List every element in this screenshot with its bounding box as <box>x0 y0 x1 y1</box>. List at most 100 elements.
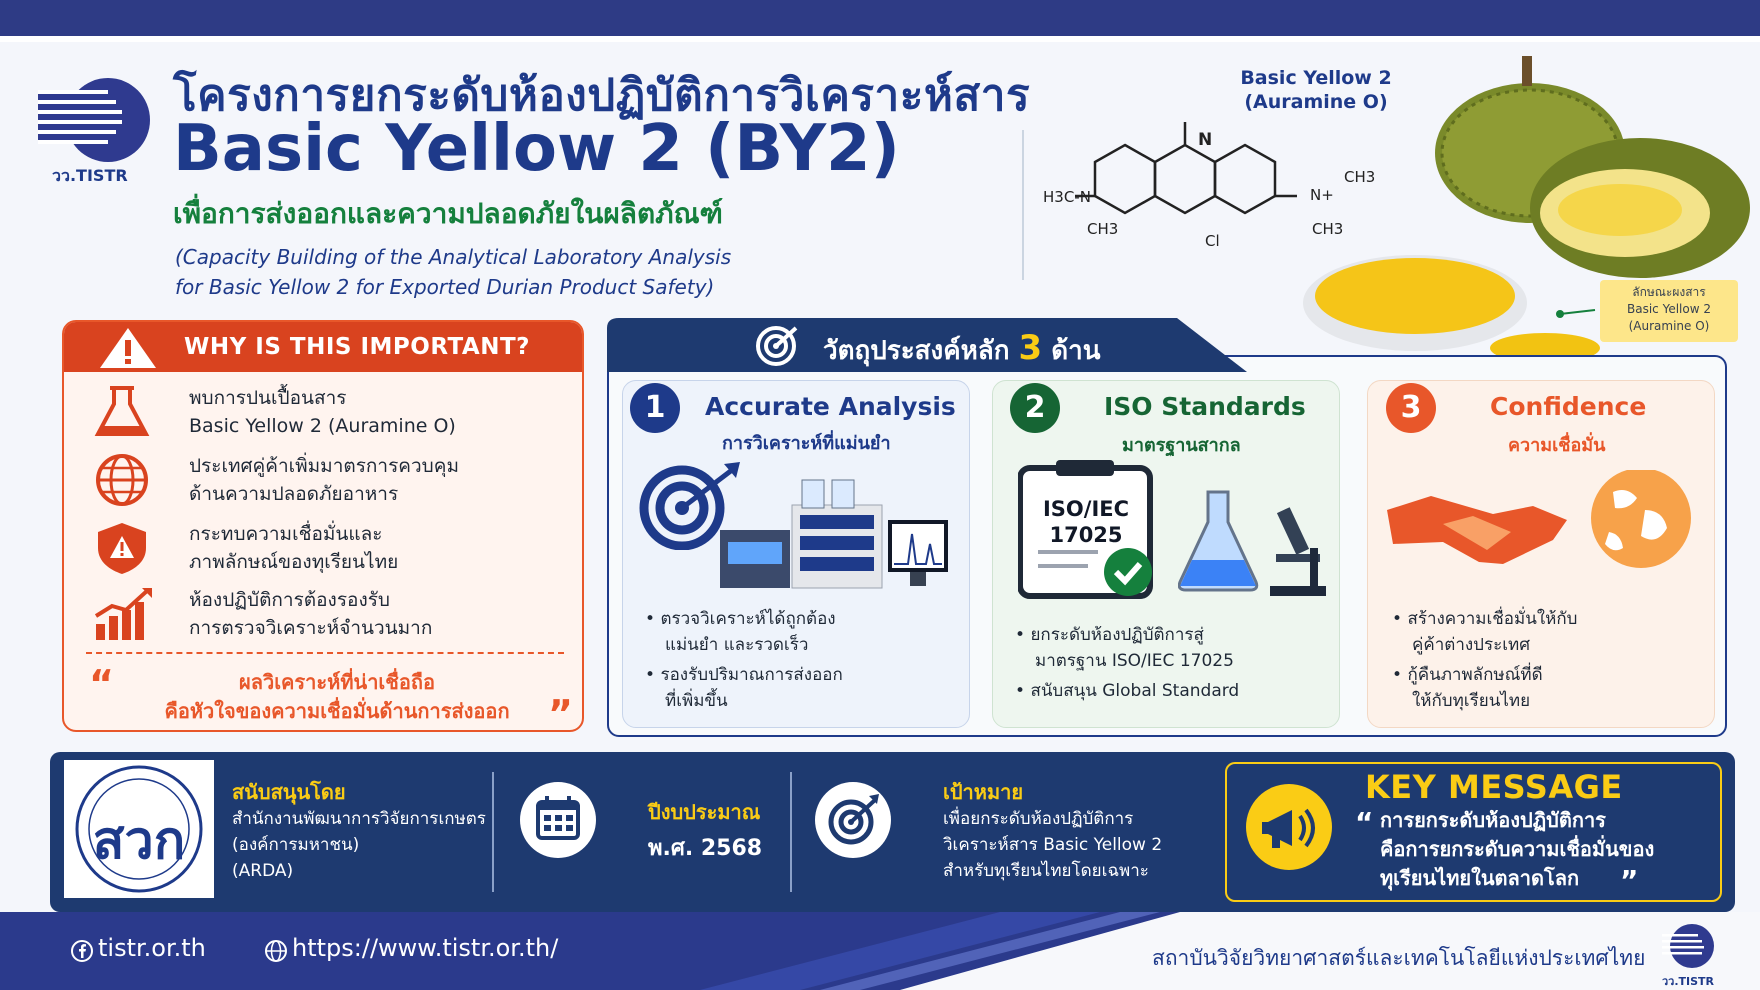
band-divider-1 <box>492 772 494 892</box>
objective-2-bullet-2: สนับสนุน Global Standard <box>1030 681 1240 701</box>
objective-3-bullet-2-cont: ให้กับทุเรียนไทย <box>1412 691 1531 711</box>
objective-title-2: ISO Standards <box>1104 392 1306 421</box>
support-label: สนับสนุนโดย <box>232 780 346 804</box>
key-message-line3: ทุเรียนไทยในตลาดโลก <box>1380 866 1580 890</box>
band-divider-2 <box>790 772 792 892</box>
subtitle-english: (Capacity Building of the Analytical Lab… <box>175 242 875 302</box>
website-link[interactable]: https://www.tistr.or.th/ <box>292 934 559 962</box>
why-item-4-line1: ห้องปฏิบัติการต้องรองรับ <box>189 589 390 611</box>
quote-open-icon: “ <box>89 662 114 706</box>
why-item-2: ประเทศคู่ค้าเพิ่มมาตรการควบคุม ด้านความป… <box>189 452 569 508</box>
objective-number-2: 2 <box>1010 383 1060 433</box>
accuracy-target-icon <box>636 460 746 554</box>
tistr-logo <box>38 70 158 180</box>
top-divider <box>0 36 1760 42</box>
subtitle-english-line1: (Capacity Building of the Analytical Lab… <box>175 245 732 269</box>
arda-logo <box>64 760 214 898</box>
footer-org-name: สถาบันวิจัยวิทยาศาสตร์และเทคโนโลยีแห่งปร… <box>1152 946 1646 970</box>
support-text: สำนักงานพัฒนาการวิจัยการเกษตร (องค์การมห… <box>232 806 486 884</box>
info-band <box>50 752 1735 912</box>
calendar-icon <box>520 782 596 858</box>
chemical-name-line1: Basic Yellow 2 <box>1240 67 1392 89</box>
why-item-2-line1: ประเทศคู่ค้าเพิ่มมาตรการควบคุม <box>189 455 459 477</box>
objective-2-bullets: • ยกระดับห้องปฏิบัติการสู่ มาตรฐาน ISO/I… <box>1015 625 1240 701</box>
chemical-name-line2: (Auramine O) <box>1244 91 1388 113</box>
objective-title-1: Accurate Analysis <box>705 392 956 421</box>
growth-chart-icon <box>92 586 156 646</box>
warning-icon <box>98 326 158 374</box>
support-line1: สำนักงานพัฒนาการวิจัยการเกษตร <box>232 809 486 829</box>
objective-number-3: 3 <box>1386 383 1436 433</box>
objectives-heading: วัตถุประสงค์หลัก 3 ด้าน <box>823 328 1101 371</box>
objectives-heading-unit: ด้าน <box>1051 336 1101 366</box>
tistr-logo-text: วว.TISTR <box>52 166 128 185</box>
arda-logo-letters: สวก <box>92 811 186 871</box>
why-quote-line2: คือหัวใจของความเชื่อมั่นด้านการส่งออก <box>164 699 510 723</box>
why-item-3-line1: กระทบความเชื่อมั่นและ <box>189 523 383 545</box>
key-message-text: การยกระดับห้องปฏิบัติการ คือการยกระดับคว… <box>1380 806 1710 893</box>
footer-tistr-logo <box>1648 920 1724 980</box>
flask-microscope-icon <box>1177 488 1328 602</box>
powder-label-line1: ลักษณะผงสาร <box>1632 285 1706 299</box>
why-divider <box>86 652 564 654</box>
objective-3-bullet-1-cont: คู่ค้าต่างประเทศ <box>1412 635 1531 655</box>
objective-2-bullet-1: ยกระดับห้องปฏิบัติการสู่ <box>1030 625 1204 645</box>
facebook-icon <box>70 939 94 967</box>
atom-ch3-right-bottom: CH3 <box>1312 220 1344 238</box>
goal-label: เป้าหมาย <box>943 780 1024 804</box>
objective-3-bullet-1: สร้างความเชื่อมั่นให้กับ <box>1407 609 1578 629</box>
goal-line2: วิเคราะห์สาร Basic Yellow 2 <box>943 835 1163 855</box>
subtitle-thai: เพื่อการส่งออกและความปลอดภัยในผลิตภัณฑ์ <box>173 197 723 230</box>
powder-label: ลักษณะผงสาร Basic Yellow 2 (Auramine O) <box>1600 280 1738 342</box>
why-item-2-line2: ด้านความปลอดภัยอาหาร <box>189 483 399 505</box>
objective-subtitle-1: การวิเคราะห์ที่แม่นยำ <box>722 433 891 454</box>
objective-3-bullets: • สร้างความเชื่อมั่นให้กับ คู่ค้าต่างประ… <box>1392 606 1577 714</box>
goal-line3: สำหรับทุเรียนไทยโดยเฉพาะ <box>943 861 1149 881</box>
iso-document-line1: ISO/IEC <box>1042 497 1130 521</box>
powder-label-line2: Basic Yellow 2 <box>1627 302 1711 316</box>
key-message-line2: คือการยกระดับความเชื่อมั่นของ <box>1380 837 1655 861</box>
budget-label: ปีงบประมาณ <box>648 800 761 824</box>
objective-subtitle-2: มาตรฐานสากล <box>1122 435 1241 456</box>
quote-close-icon: ” <box>548 692 573 732</box>
atom-h3c-n: H3C-N <box>1043 188 1091 206</box>
objective-1-bullet-2-cont: ที่เพิ่มขึ้น <box>665 691 728 711</box>
megaphone-icon <box>1246 784 1332 870</box>
goal-text: เพื่อยกระดับห้องปฏิบัติการ วิเคราะห์สาร … <box>943 806 1162 884</box>
objective-3-bullet-2: กู้คืนภาพลักษณ์ที่ดี <box>1407 665 1543 685</box>
why-item-3-line2: ภาพลักษณ์ของทุเรียนไทย <box>189 551 399 573</box>
why-item-1: พบการปนเปื้อนสาร Basic Yellow 2 (Auramin… <box>189 384 569 440</box>
facebook-link[interactable]: tistr.or.th <box>98 934 206 962</box>
why-item-1-line1: พบการปนเปื้อนสาร <box>189 387 347 409</box>
why-heading: WHY IS THIS IMPORTANT? <box>184 334 530 360</box>
chemical-structure-diagram <box>1035 110 1375 250</box>
why-important-panel: WHY IS THIS IMPORTANT? พบการปนเปื้อนสาร … <box>62 320 584 732</box>
objective-1-bullet-1-cont: แม่นยำ และรวดเร็ว <box>665 635 809 655</box>
key-message-title: KEY MESSAGE <box>1365 768 1623 806</box>
goal-target-icon <box>815 782 891 858</box>
why-quote-line1: ผลวิเคราะห์ที่น่าเชื่อถือ <box>239 670 435 694</box>
atom-ch3-left: CH3 <box>1087 220 1119 238</box>
top-bar <box>0 0 1760 36</box>
support-line2: (องค์การมหาชน) <box>232 835 360 855</box>
objectives-count: 3 <box>1018 328 1043 368</box>
objective-1-bullets: • ตรวจวิเคราะห์ได้ถูกต้อง แม่นยำ และรวดเ… <box>645 606 843 714</box>
key-quote-close: ” <box>1620 864 1639 897</box>
key-message-line1: การยกระดับห้องปฏิบัติการ <box>1380 808 1606 832</box>
subtitle-english-line2: for Basic Yellow 2 for Exported Durian P… <box>175 275 715 299</box>
why-item-4-line2: การตรวจวิเคราะห์จำนวนมาก <box>189 617 433 639</box>
title-thai: โครงการยกระดับห้องปฏิบัติการวิเคราะห์สาร <box>173 70 1031 121</box>
objective-1-bullet-2: รองรับปริมาณการส่งออก <box>660 665 843 685</box>
objective-subtitle-3: ความเชื่อมั่น <box>1508 435 1606 456</box>
objective-title-3: Confidence <box>1490 392 1647 421</box>
header-divider <box>1022 130 1024 280</box>
why-item-1-line2: Basic Yellow 2 (Auramine O) <box>189 415 456 437</box>
key-message-box <box>1225 762 1722 902</box>
objective-1-bullet-1: ตรวจวิเคราะห์ได้ถูกต้อง <box>660 609 836 629</box>
atom-cl: Cl <box>1205 232 1220 250</box>
target-icon <box>754 324 802 370</box>
atom-n: N <box>1198 130 1213 150</box>
chemical-name: Basic Yellow 2 (Auramine O) <box>1236 66 1396 114</box>
iso-document-label: ISO/IEC 17025 <box>1020 496 1152 548</box>
objectives-heading-text: วัตถุประสงค์หลัก <box>823 336 1010 366</box>
